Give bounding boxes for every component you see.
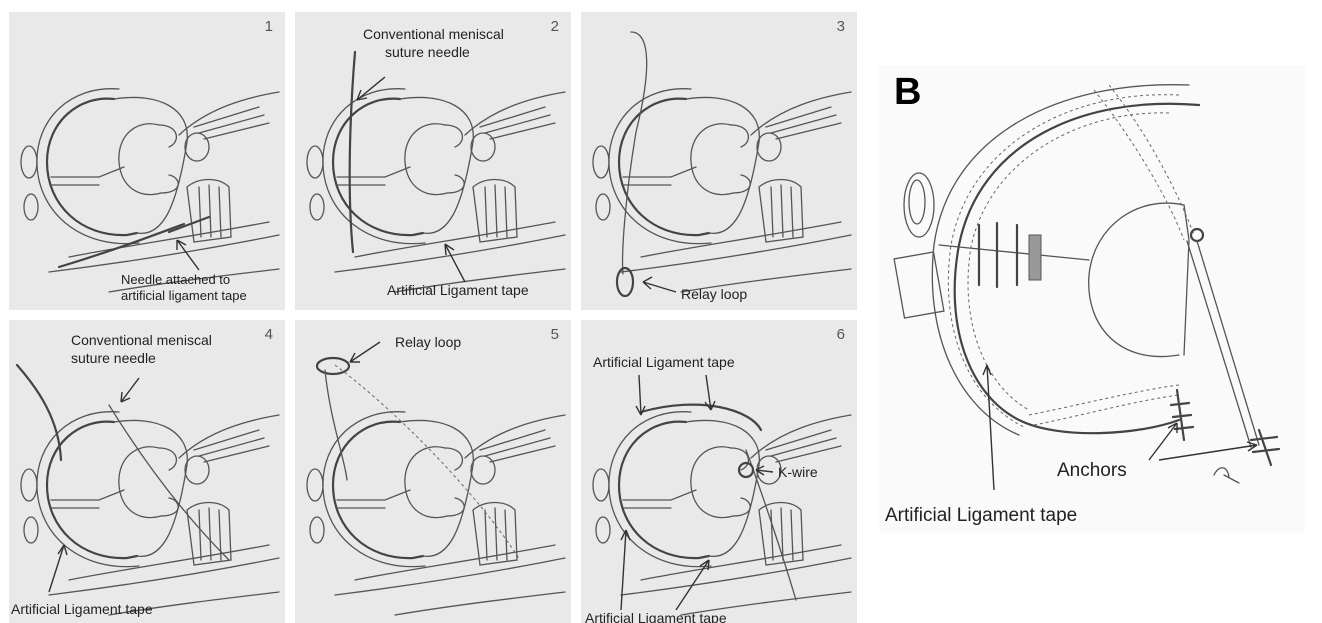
tape-label-2: Artificial Ligament tape [387, 282, 529, 298]
step-2-number: 2 [551, 18, 559, 35]
step-4-panel: 4 Conventional meniscal suture needle Ar… [9, 320, 285, 623]
conventional-needle-label-4-line2: suture needle [71, 350, 156, 366]
step-1-panel: 1 Needle attached to artificial ligament… [9, 12, 285, 310]
step-3-number: 3 [837, 18, 845, 35]
step-5-number: 5 [551, 326, 559, 343]
step-3-sketch [581, 12, 857, 310]
panel-b-letter: B [894, 71, 921, 114]
panel-b: B Anchors [879, 65, 1305, 533]
step-5-sketch [295, 320, 571, 623]
conventional-needle-label-line2: suture needle [385, 44, 470, 60]
tape-label-b: Artificial Ligament tape [885, 505, 1077, 527]
step-2-panel: 2 Conventional meniscal suture needle Ar… [295, 12, 571, 310]
step-6-number: 6 [837, 326, 845, 343]
step-6-panel: 6 Artificial Ligament tape K-wire Artifi… [581, 320, 857, 623]
tape-label-6-bottom: Artificial Ligament tape [585, 610, 727, 623]
tape-label-6-top: Artificial Ligament tape [593, 354, 735, 370]
step-4-number: 4 [265, 326, 273, 343]
conventional-needle-label-4-line1: Conventional meniscal [71, 332, 212, 348]
conventional-needle-label-line1: Conventional meniscal [363, 26, 504, 42]
anchors-label: Anchors [1057, 460, 1127, 482]
relay-loop-label-3: Relay loop [681, 286, 747, 302]
needle-label-line2: artificial ligament tape [121, 288, 247, 304]
step-1-arrow [9, 12, 285, 310]
kwire-label: K-wire [778, 464, 818, 480]
relay-loop-label-5: Relay loop [395, 334, 461, 350]
needle-label-line1: Needle attached to [121, 272, 230, 288]
step-5-panel: 5 Relay loop [295, 320, 571, 623]
tape-label-4: Artificial Ligament tape [11, 601, 153, 617]
step-3-panel: 3 Relay loop [581, 12, 857, 310]
